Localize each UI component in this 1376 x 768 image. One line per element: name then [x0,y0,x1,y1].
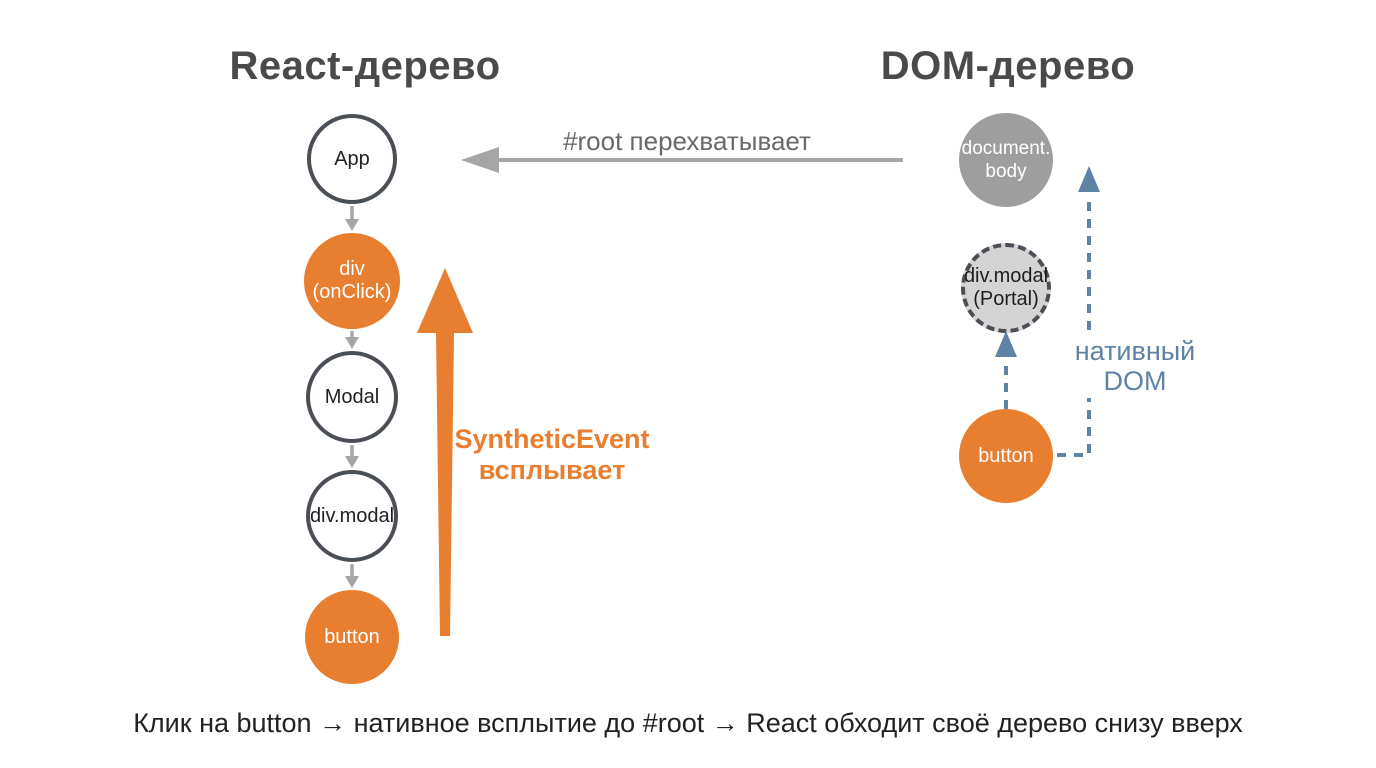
react-node-div-modal: div.modal [306,470,398,562]
dom-node-button: button [959,409,1053,503]
dom-node-button-label: button [978,444,1034,467]
root-intercept-label: #root перехватывает [563,126,811,156]
native-dom-label: нативный DOM [1074,336,1196,396]
react-node-div-modal-label: div.modal [309,504,395,527]
react-node-app-label: App [334,147,370,170]
react-tree-title: React-дерево [229,44,501,88]
dom-node-document-body-label: document. body [961,138,1051,182]
react-node-div-onclick: div (onClick) [304,233,400,329]
dom-node-document-body: document. body [959,113,1053,207]
react-node-button-label: button [324,625,380,648]
react-node-modal-label: Modal [324,385,380,408]
portal-dashed-arrow [995,331,1017,409]
dom-tree-title: DOM-дерево [880,44,1136,88]
dom-node-div-modal-portal: div.modal (Portal) [961,243,1051,333]
react-node-modal: Modal [306,351,398,443]
native-dom-dashed-arrow [1057,166,1100,457]
dom-node-div-modal-portal-label: div.modal (Portal) [963,265,1049,310]
react-node-div-onclick-label: div (onClick) [312,258,392,303]
react-node-app: App [307,114,397,204]
react-node-button: button [305,590,399,684]
diagram-caption: Клик на button → нативное всплытие до #r… [133,708,1243,738]
synthetic-event-label: SyntheticEvent всплывает [454,424,650,485]
